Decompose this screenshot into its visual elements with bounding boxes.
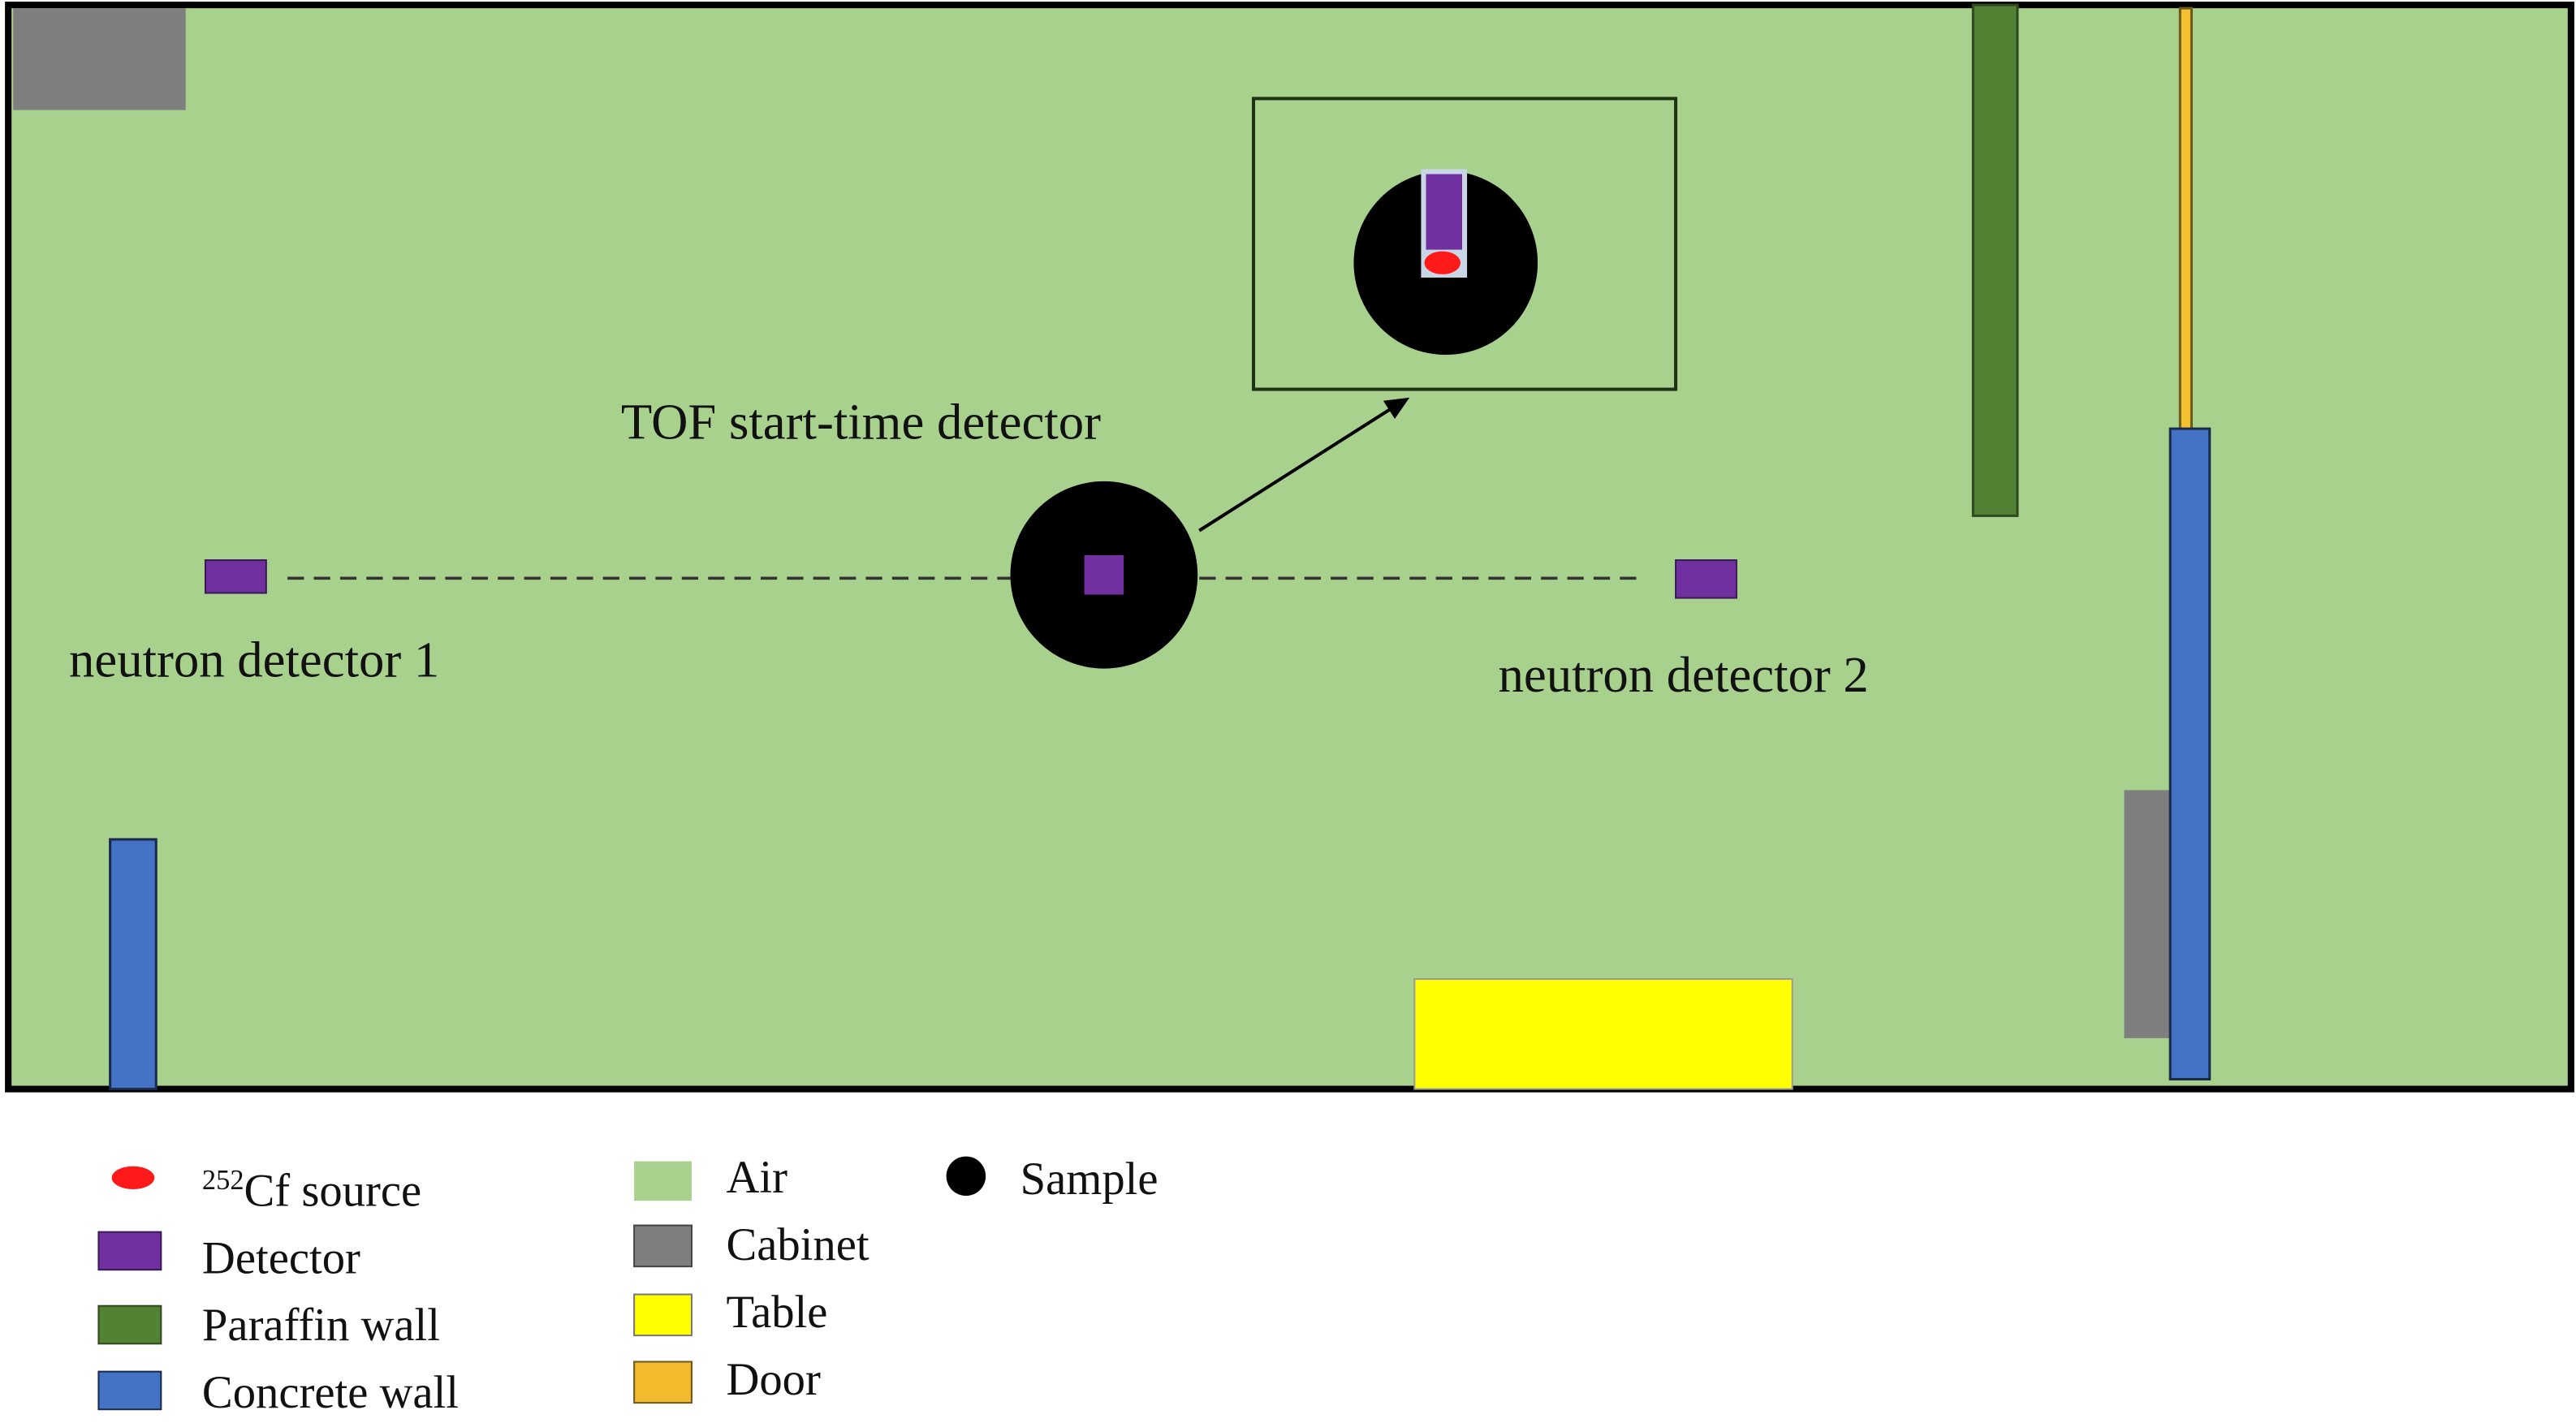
legend-swatch-sample <box>946 1156 986 1197</box>
legend-swatch-paraffin <box>97 1304 162 1345</box>
legend-swatch-table <box>633 1293 693 1337</box>
neutron-detector-2 <box>1675 559 1737 599</box>
neutron-detector-2-label: neutron detector 2 <box>1499 646 1869 703</box>
inset-cf-source <box>1424 251 1461 274</box>
concrete-wall-right <box>2168 427 2211 1080</box>
neutron-detector-1 <box>204 559 267 594</box>
table <box>1413 978 1793 1090</box>
legend-swatch-source <box>111 1166 155 1190</box>
legend-label-door: Door <box>726 1355 821 1405</box>
neutron-detector-1-label: neutron detector 1 <box>69 632 439 688</box>
legend-swatch-detector <box>97 1231 162 1271</box>
legend-source-text: Cf source <box>244 1166 422 1216</box>
legend-label-paraffin: Paraffin wall <box>202 1300 440 1351</box>
legend-source-superscript: 252 <box>202 1165 244 1196</box>
legend-label-cabinet: Cabinet <box>726 1220 869 1270</box>
legend: 252Cf source Detector Paraffin wall Conc… <box>97 1153 1159 1418</box>
legend-swatch-cabinet <box>633 1224 693 1268</box>
tof-start-detector <box>1084 554 1124 595</box>
paraffin-wall <box>1971 3 2019 517</box>
tof-label: TOF start-time detector <box>621 393 1101 450</box>
legend-label-concrete: Concrete wall <box>202 1368 459 1418</box>
door <box>2178 6 2193 432</box>
legend-swatch-air <box>634 1161 692 1201</box>
cabinet-right <box>2124 790 2171 1038</box>
legend-label-air: Air <box>726 1153 787 1203</box>
cabinet-top-left <box>13 8 186 110</box>
legend-swatch-door <box>633 1360 693 1404</box>
legend-label-sample: Sample <box>1020 1154 1159 1205</box>
concrete-wall-left <box>109 838 157 1091</box>
legend-swatch-concrete <box>97 1370 162 1411</box>
legend-label-source: 252Cf source <box>202 1165 421 1216</box>
arrow-head-icon <box>1383 397 1410 420</box>
legend-label-table: Table <box>726 1287 827 1338</box>
inset-detector <box>1426 174 1462 250</box>
legend-label-detector: Detector <box>202 1233 360 1283</box>
zoom-arrow <box>1198 406 1395 533</box>
